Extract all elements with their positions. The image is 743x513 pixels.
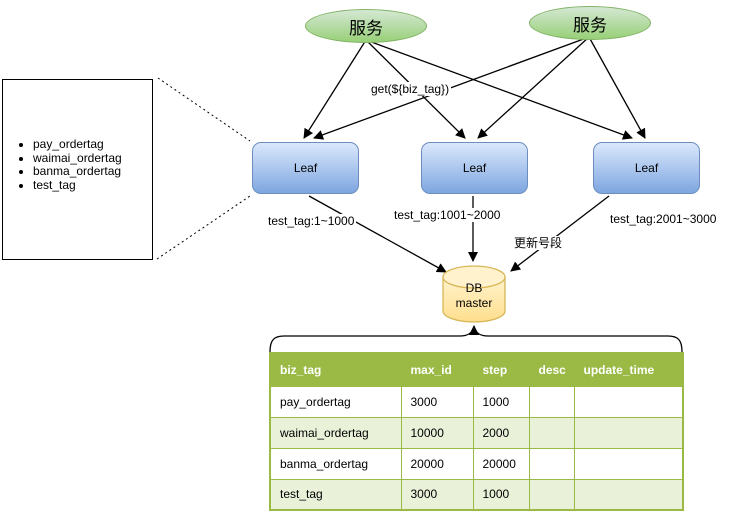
service-to-leaf-arrows (303, 36, 646, 140)
table-row: banma_ordertag 20000 20000 (269, 447, 684, 480)
table-cell (528, 385, 575, 418)
table-cell (528, 416, 575, 449)
table-cell (573, 478, 684, 511)
table-row: pay_ordertag 3000 1000 (269, 385, 684, 418)
service-node-1: 服务 (305, 9, 427, 43)
biz-tag-list: pay_ordertag waimai_ordertag banma_order… (3, 80, 152, 192)
db-master-label-line1: DB (465, 281, 483, 295)
edge-label-get-biz-tag: get(${biz_tag}) (369, 82, 452, 96)
service-node-1-label: 服务 (349, 18, 383, 38)
table-cell: test_tag (269, 478, 402, 511)
leaf-to-db-arrows (308, 195, 610, 273)
db-master-label: DB master (444, 281, 504, 311)
table-cell (573, 447, 684, 480)
db-master-label-line2: master (455, 296, 493, 310)
leaf-node-3: Leaf (593, 142, 700, 194)
service-node-2: 服务 (529, 6, 651, 40)
biz-tag-list-item: banma_ordertag (33, 165, 148, 179)
table-cell: 1000 (472, 385, 530, 418)
leaf-node-1: Leaf (252, 142, 359, 194)
table-cell: 3000 (400, 385, 474, 418)
table-row: waimai_ordertag 10000 2000 (269, 416, 684, 449)
biz-tag-table: biz_tag max_id step desc update_time pay… (269, 352, 684, 511)
biz-tag-note-box: pay_ordertag waimai_ordertag banma_order… (2, 79, 153, 260)
table-header-row: biz_tag max_id step desc update_time (269, 352, 684, 387)
leaf-node-1-label: Leaf (293, 161, 318, 175)
table-cell: banma_ordertag (269, 447, 402, 480)
biz-tag-list-item: test_tag (33, 178, 148, 193)
leaf-node-2-label: Leaf (462, 161, 487, 175)
edge-label-update-segment: 更新号段 (512, 236, 565, 250)
table-cell (528, 478, 575, 511)
table-cell (573, 385, 684, 418)
table-cell: 20000 (472, 447, 530, 480)
biz-tag-list-item: pay_ordertag (33, 137, 148, 152)
table-cell: 20000 (400, 447, 474, 480)
table-cell: 10000 (400, 416, 474, 449)
edge-label-segment-mid: test_tag:1001~2000 (392, 208, 503, 222)
table-header-step: step (472, 352, 530, 387)
table-cell (528, 447, 575, 480)
edge-label-segment-right: test_tag:2001~3000 (608, 212, 719, 226)
db-cylinder-icon (442, 265, 506, 323)
table-header-desc: desc (528, 352, 575, 387)
table-cell: pay_ordertag (269, 385, 402, 418)
biz-tag-list-item: waimai_ordertag (33, 151, 148, 166)
table-header-biz-tag: biz_tag (269, 352, 402, 387)
service-node-2-label: 服务 (573, 15, 607, 35)
table-to-db-bracket (269, 325, 683, 353)
table-cell: waimai_ordertag (269, 416, 402, 449)
table-cell (573, 416, 684, 449)
leaf-node-3-label: Leaf (634, 161, 659, 175)
table-cell: 1000 (472, 478, 530, 511)
table-header-update-time: update_time (573, 352, 684, 387)
leaf-node-2: Leaf (421, 142, 528, 194)
note-callout-lines (156, 77, 251, 260)
table-row: test_tag 3000 1000 (269, 478, 684, 511)
table-cell: 3000 (400, 478, 474, 511)
table-header-max-id: max_id (400, 352, 474, 387)
table-cell: 2000 (472, 416, 530, 449)
edge-label-segment-left: test_tag:1~1000 (266, 214, 357, 228)
